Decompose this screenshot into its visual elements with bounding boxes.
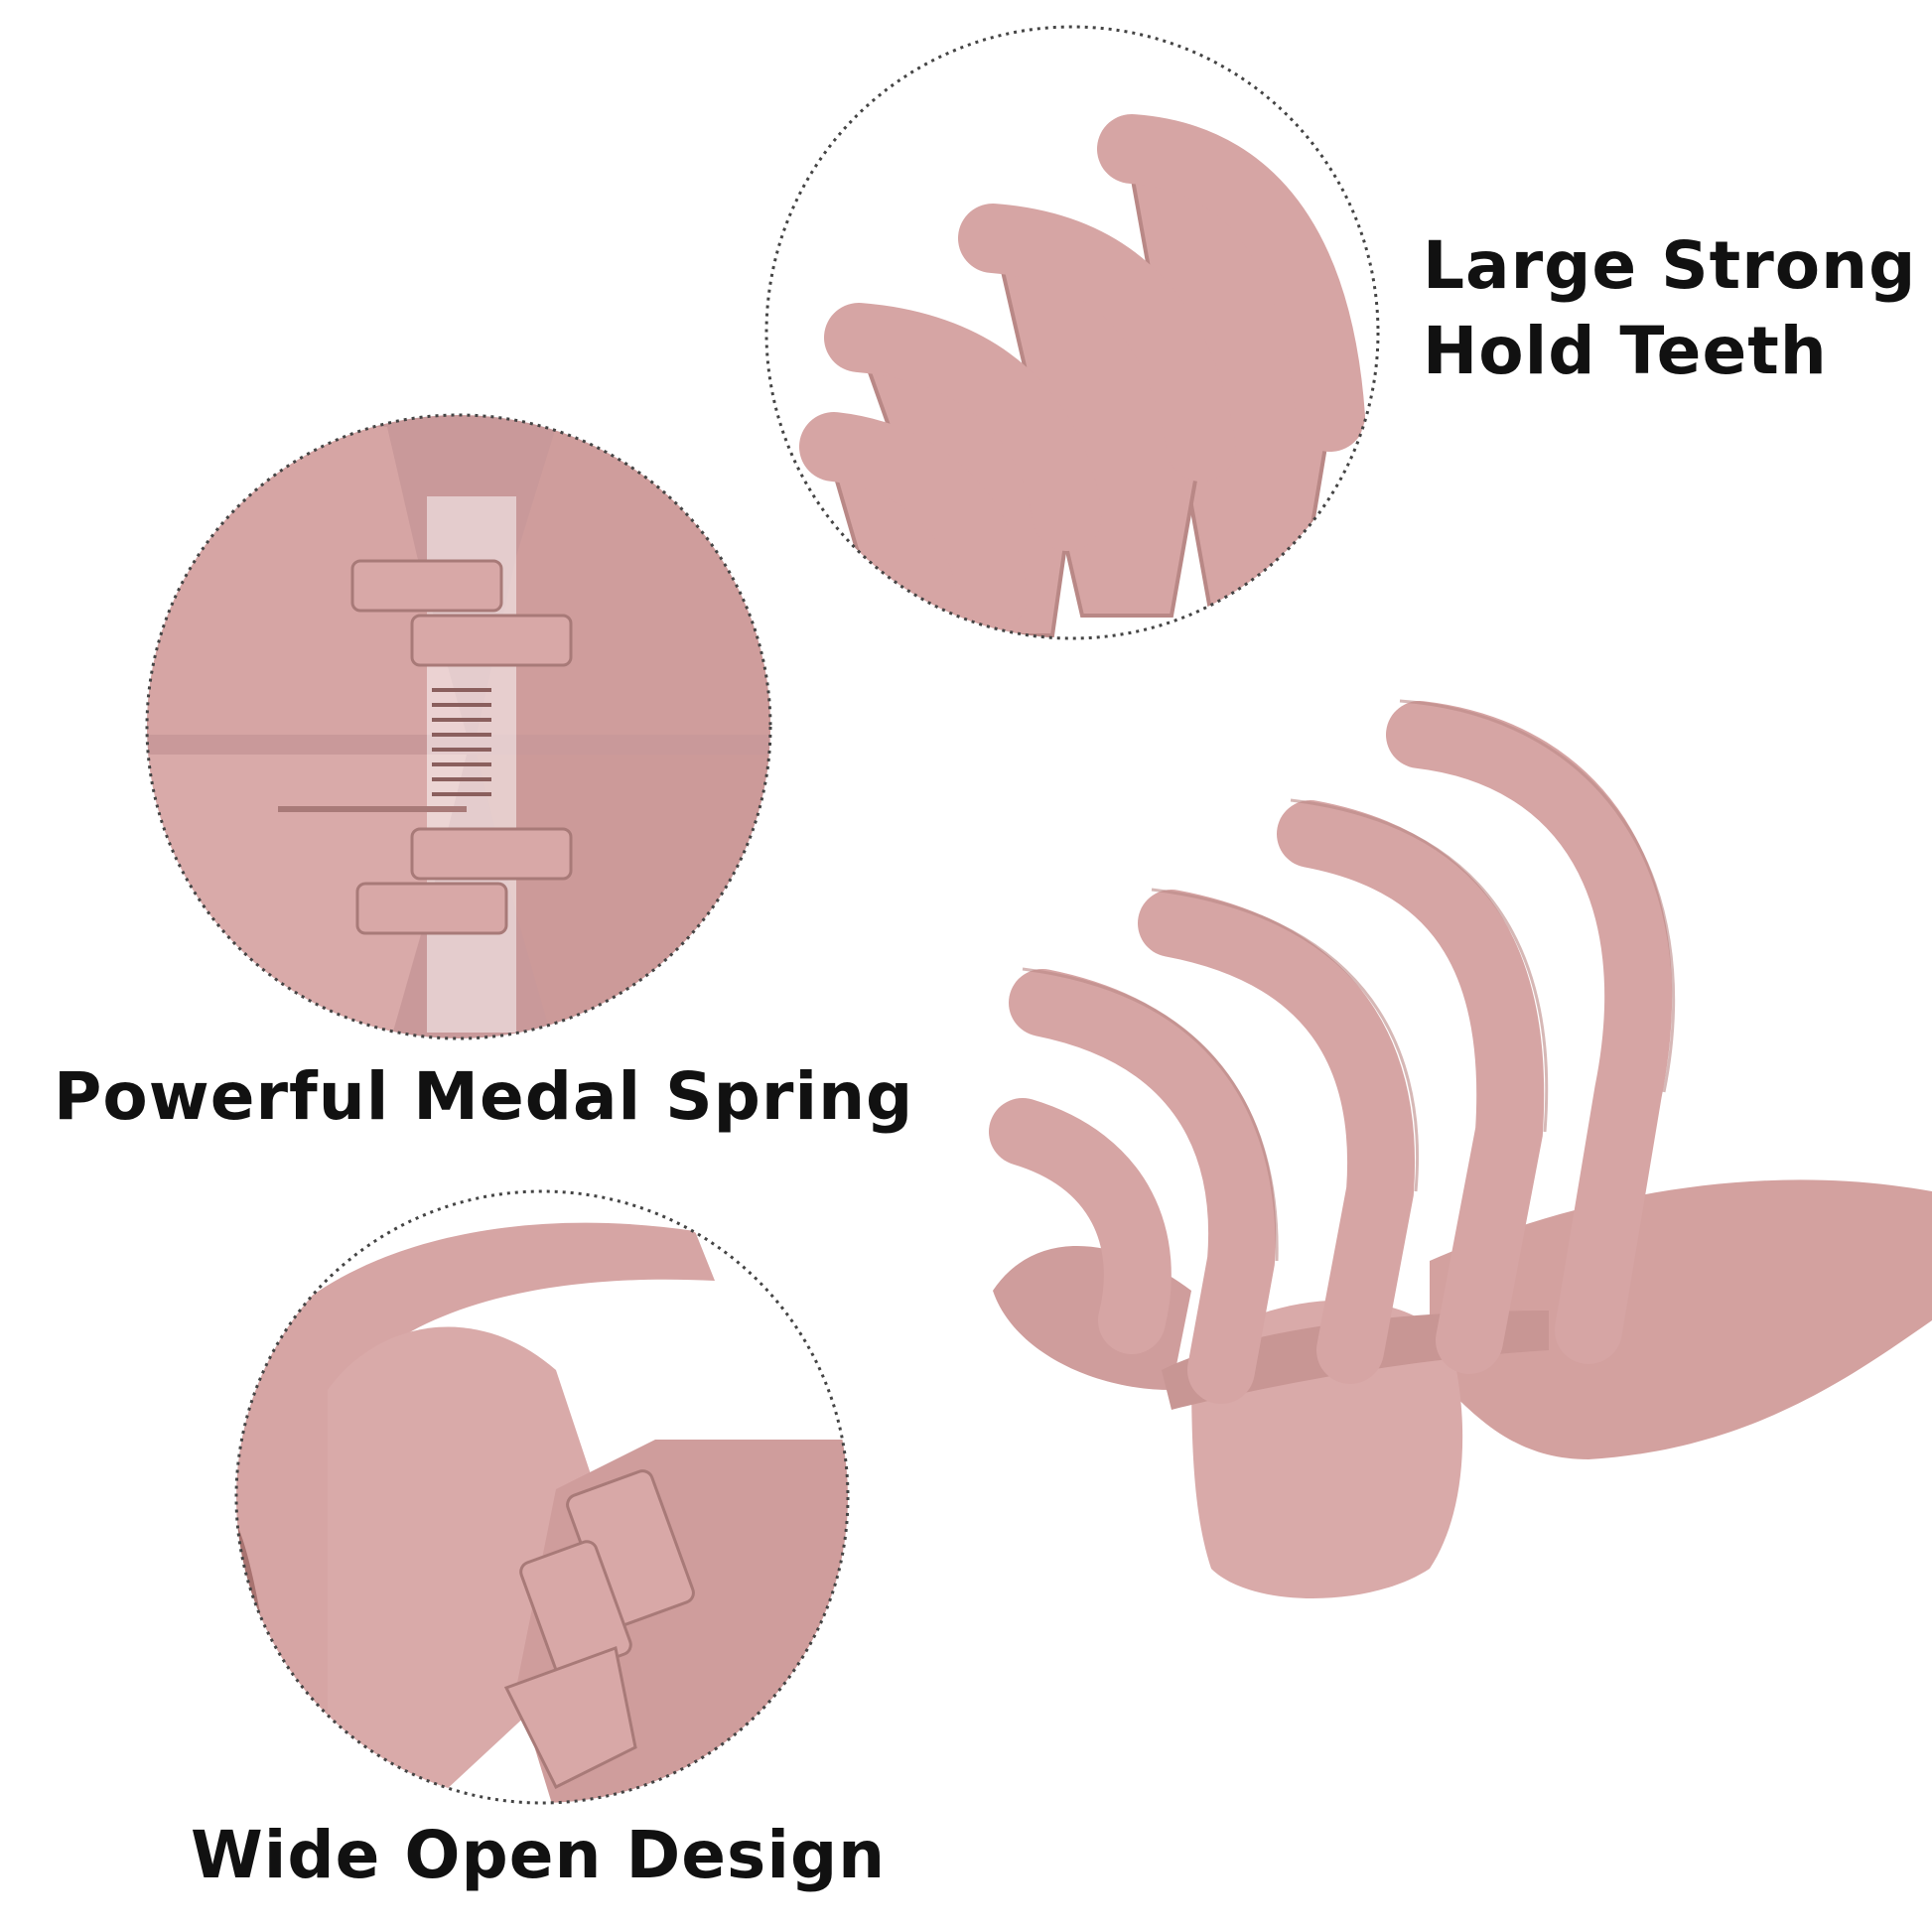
open-closeup-circle bbox=[234, 1189, 850, 1805]
feature-label-teeth: Large Strong Hold Teeth bbox=[1423, 223, 1916, 394]
spring-closeup-circle bbox=[145, 413, 772, 1040]
feature-label-spring: Powerful Medal Spring bbox=[54, 1058, 914, 1135]
feature-label-teeth-line1: Large Strong bbox=[1423, 227, 1917, 304]
teeth-closeup-circle bbox=[764, 25, 1380, 640]
feature-label-open: Wide Open Design bbox=[191, 1817, 887, 1893]
claw-clip-product bbox=[989, 699, 1932, 1598]
feature-label-teeth-line2: Hold Teeth bbox=[1423, 313, 1828, 389]
